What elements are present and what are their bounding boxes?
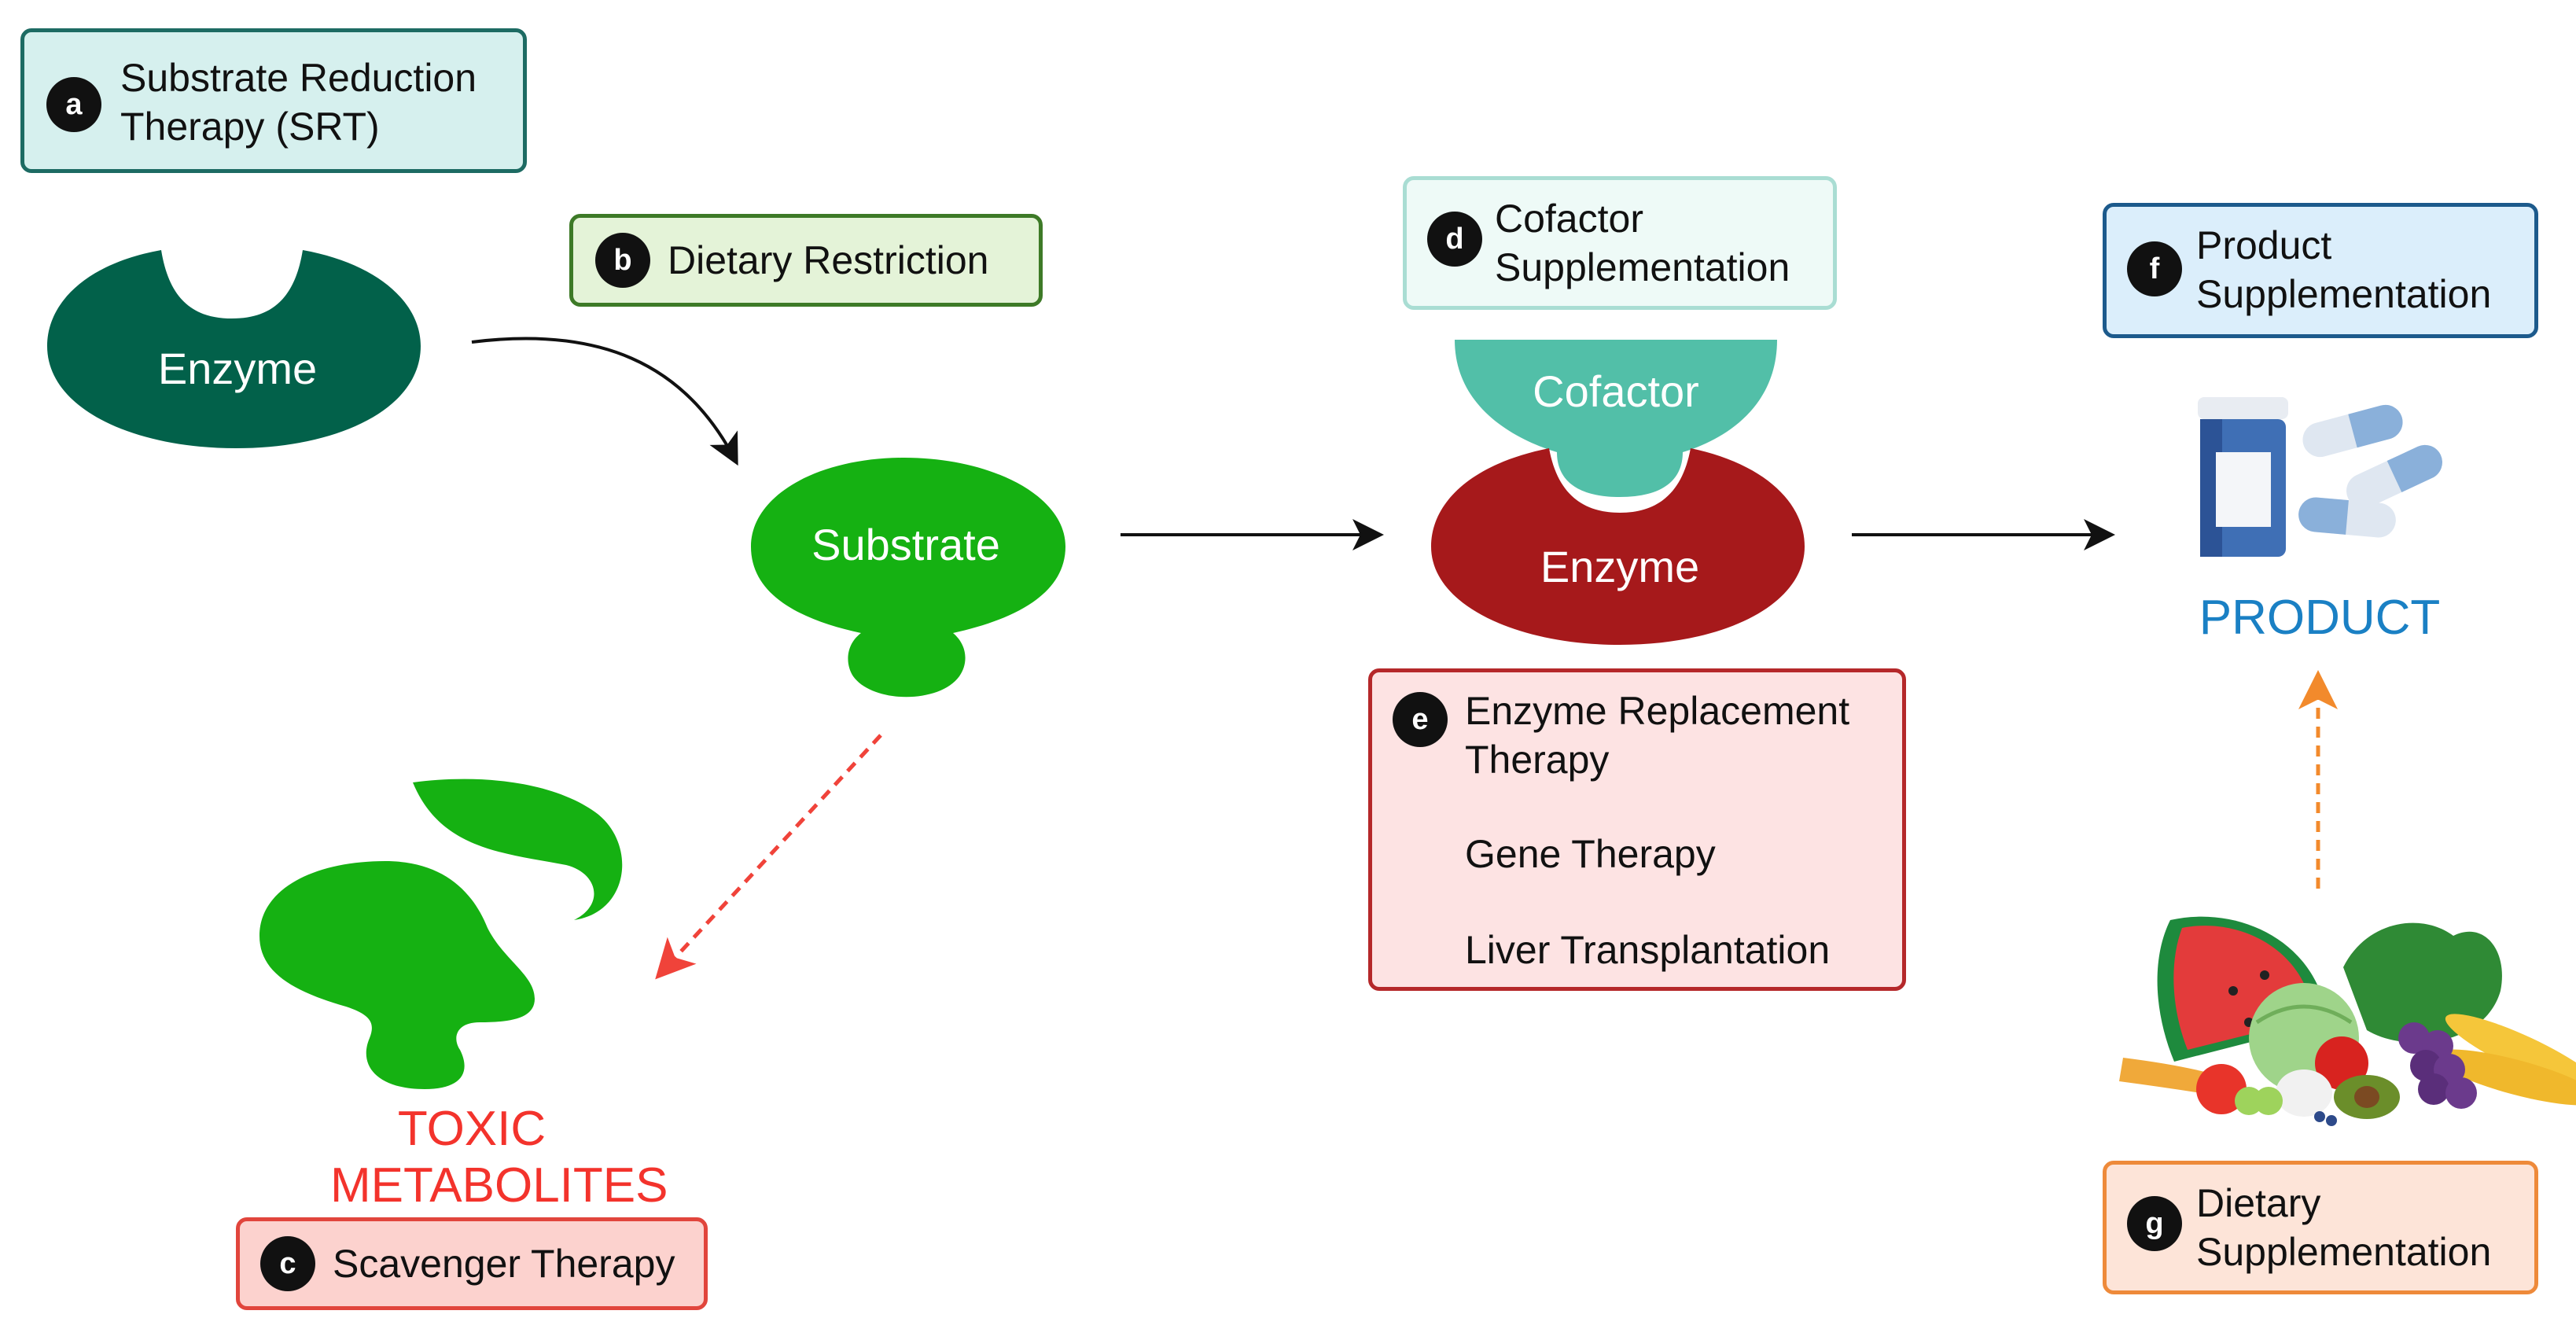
- pill-bottle-icon: [2198, 397, 2288, 557]
- ert-line-2: Therapy: [1465, 738, 1610, 782]
- toxic-line-2: METABOLITES: [330, 1158, 668, 1213]
- box-dietary-restriction: b Dietary Restriction: [569, 214, 1043, 307]
- toxic-metabolites-label: TOXIC METABOLITES: [330, 1101, 668, 1214]
- box-product-supplementation: f Product Supplementation: [2103, 203, 2538, 338]
- srt-line-1: Substrate Reduction: [120, 56, 477, 100]
- dietary-supp-line-2: Supplementation: [2196, 1230, 2492, 1274]
- badge-c: c: [260, 1236, 315, 1291]
- cofactor-line-2: Supplementation: [1495, 245, 1790, 289]
- box-cofactor-supplementation: d Cofactor Supplementation: [1403, 176, 1837, 310]
- gene-therapy-text: Gene Therapy: [1465, 832, 1716, 876]
- box-dietary-supplementation: g Dietary Supplementation: [2103, 1161, 2538, 1294]
- cofactor-shape: Cofactor: [1455, 340, 1777, 497]
- toxic-metabolite-shapes: [259, 779, 623, 1089]
- dietary-supp-line-1: Dietary: [2196, 1181, 2321, 1225]
- ert-line-1: Enzyme Replacement: [1465, 689, 1850, 733]
- badge-e: e: [1393, 692, 1448, 747]
- srt-line-2: Therapy (SRT): [120, 105, 380, 149]
- enzyme-shape-downstream: Enzyme: [1431, 448, 1805, 645]
- liver-transplantation-text: Liver Transplantation: [1465, 928, 1831, 972]
- scavenger-therapy-text: Scavenger Therapy: [333, 1242, 675, 1286]
- substrate-label: Substrate: [811, 520, 1000, 569]
- enzyme-shape-upstream: Enzyme: [47, 250, 421, 448]
- badge-a: a: [46, 77, 101, 132]
- enzyme-upstream-label: Enzyme: [158, 344, 317, 393]
- product-label: PRODUCT: [2199, 591, 2441, 645]
- product-supp-line-2: Supplementation: [2196, 272, 2492, 316]
- badge-g: g: [2127, 1196, 2182, 1251]
- badge-d: d: [1427, 212, 1482, 267]
- box-scavenger-therapy: c Scavenger Therapy: [236, 1217, 708, 1310]
- cofactor-line-1: Cofactor: [1495, 197, 1643, 241]
- product-supp-line-1: Product: [2196, 223, 2332, 267]
- arrow-substrate-to-toxic: [655, 734, 882, 980]
- capsule-icon: [2298, 404, 2442, 538]
- box-substrate-reduction-therapy: a Substrate Reduction Therapy (SRT): [20, 28, 527, 173]
- enzyme-downstream-label: Enzyme: [1540, 542, 1699, 591]
- substrate-shape: Substrate: [751, 458, 1065, 698]
- badge-b: b: [595, 233, 650, 288]
- arrow-enzyme-to-substrate: [471, 337, 738, 466]
- badge-f: f: [2127, 241, 2182, 296]
- toxic-line-1: TOXIC: [397, 1102, 546, 1156]
- dietary-restriction-text: Dietary Restriction: [668, 238, 989, 282]
- cofactor-label: Cofactor: [1533, 366, 1699, 416]
- fruits-vegetables-icon: [2119, 916, 2576, 1126]
- box-enzyme-replacement: e Enzyme Replacement Therapy Gene Therap…: [1368, 668, 1906, 991]
